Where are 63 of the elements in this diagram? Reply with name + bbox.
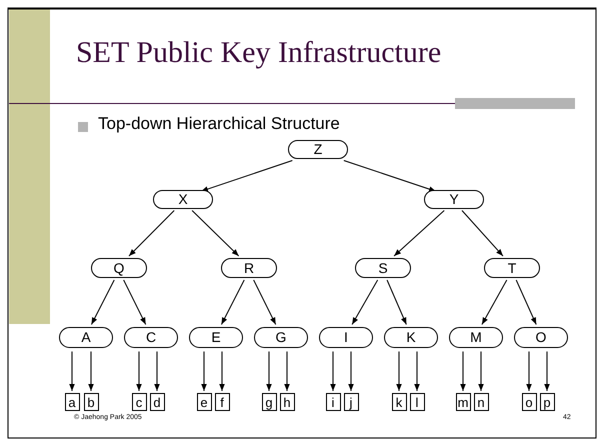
arrow	[90, 280, 115, 325]
arrow	[460, 351, 466, 392]
arrow	[352, 280, 378, 325]
ca-node: X	[153, 190, 213, 208]
arrow	[154, 351, 160, 392]
leaf-box: f	[214, 393, 230, 411]
ca-node: G	[254, 326, 308, 348]
ca-node: Z	[288, 140, 348, 158]
ca-node: O	[514, 326, 568, 348]
leaf-box: g	[262, 393, 276, 411]
ca-node: S	[355, 258, 411, 278]
leaf-box: n	[474, 393, 488, 411]
arrow	[220, 280, 245, 325]
arrow	[394, 210, 445, 256]
ca-node: E	[189, 326, 243, 348]
arrow	[284, 351, 290, 392]
leaf-box: d	[150, 393, 164, 411]
ca-node: R	[221, 258, 277, 278]
arrow	[219, 351, 225, 392]
arrow	[200, 160, 293, 192]
ca-node: A	[59, 326, 113, 348]
leaf-box: p	[540, 393, 554, 411]
arrow	[123, 280, 146, 325]
arrow	[348, 351, 354, 392]
leaf-box: e	[196, 393, 212, 411]
slide-title: SET Public Key Infrastructure	[76, 36, 442, 70]
arrow	[481, 280, 508, 325]
leaf-box: o	[522, 393, 536, 411]
arrow	[516, 280, 537, 325]
arrow	[526, 351, 532, 392]
leaf-box: l	[410, 393, 424, 411]
arrow	[414, 351, 420, 392]
ca-node: Y	[424, 190, 484, 208]
leaf-box: c	[132, 393, 146, 411]
leaf-box: k	[392, 393, 406, 411]
arrow	[461, 210, 504, 256]
arrow	[343, 160, 436, 192]
ca-node: T	[484, 258, 540, 278]
arrow	[192, 210, 240, 256]
ca-node: K	[384, 326, 438, 348]
arrow	[136, 351, 142, 392]
arrow	[266, 351, 272, 392]
leaf-box: j	[344, 393, 358, 411]
leaf-box: b	[84, 393, 98, 411]
leaf-box: i	[326, 393, 340, 411]
leaf-box: m	[456, 393, 470, 411]
arrow	[253, 280, 276, 325]
arrow	[88, 351, 94, 392]
arrow	[201, 351, 207, 392]
arrow	[69, 351, 75, 392]
arrow	[330, 351, 336, 392]
arrow	[128, 210, 175, 256]
ca-node: M	[449, 326, 503, 348]
leaf-box: h	[280, 393, 294, 411]
ca-node: Q	[91, 258, 147, 278]
arrow	[544, 351, 550, 392]
bullet-text: Top-down Hierarchical Structure	[98, 114, 340, 134]
arrow	[386, 280, 407, 325]
ca-node: I	[319, 326, 373, 348]
arrow	[478, 351, 484, 392]
ca-node: C	[124, 326, 178, 348]
leaf-box: a	[64, 393, 80, 411]
arrow	[396, 351, 402, 392]
